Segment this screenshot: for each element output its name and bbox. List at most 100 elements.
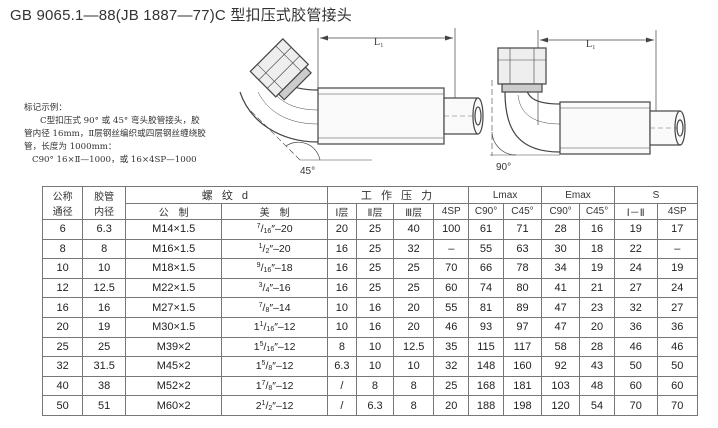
cell-l90: 115 [468,336,504,358]
cell-e45: 54 [579,395,615,416]
cell-p4: 25 [433,375,470,397]
cell-l90: 61 [468,219,504,240]
cell-e90: 58 [541,336,581,358]
cell-p1: 16 [326,238,357,260]
cell-us-thread: 17/8″–12 [221,375,328,397]
cell-s12: 50 [613,356,658,377]
col-s-12: Ⅰ－Ⅱ [613,203,658,220]
cell-l90: 74 [468,277,504,299]
cell-s12: 60 [613,375,658,397]
header-row-1: 公称通径 胶管内径 螺 纹 d 工 作 压 力 Lmax Emax S [41,186,699,220]
cell-us-thread: 15/16″–12 [221,336,328,358]
col-emax: Emax [541,186,615,204]
col-thread-us: 美 制 [221,203,328,220]
cell-p1: 10 [326,297,357,318]
cell-e45: 28 [579,336,615,358]
cell-dn: 10 [41,258,84,279]
cell-us-thread: 1/2″–20 [221,238,328,260]
cell-p3: 40 [392,219,435,240]
col-p4: 4SP [433,203,470,220]
cell-e45: 21 [579,277,615,299]
cell-p2: 25 [355,258,394,279]
cell-s12: 70 [613,395,658,416]
cell-l45: 63 [502,238,543,260]
cell-p3: 20 [392,297,435,318]
col-lmax: Lmax [468,186,543,204]
cell-p2: 8 [355,375,394,397]
cell-s4: 70 [656,395,699,416]
cell-dn: 32 [41,356,84,377]
cell-us-thread: 9/16″–18 [221,258,328,279]
cell-l90: 93 [468,316,504,338]
cell-p4: 70 [433,258,470,279]
cell-p1: 20 [326,219,357,240]
cell-p4: 20 [433,395,470,416]
cell-p2: 25 [355,219,394,240]
cell-p2: 16 [355,297,394,318]
cell-id: 12.5 [82,277,126,299]
cell-s4: 17 [656,219,699,240]
cell-l90: 66 [468,258,504,279]
col-lmax-c45: C45° [502,203,543,220]
cell-p2: 25 [355,277,394,299]
cell-l90: 188 [468,395,504,416]
cell-s12: 36 [613,316,658,338]
cell-dn: 40 [41,375,84,397]
cell-p3: 8 [392,395,435,416]
cell-e45: 48 [579,375,615,397]
col-bore: 胶管内径 [82,186,126,220]
cell-s4: 36 [656,316,699,338]
cell-metric: M45×2 [124,356,223,377]
cell-us-thread: 15/8″–12 [221,356,328,377]
cell-e45: 16 [579,219,615,240]
cell-metric: M52×2 [124,375,223,397]
cell-e90: 41 [541,277,581,299]
cell-us-thread: 11/16″–12 [221,316,328,338]
cell-l45: 89 [502,297,543,318]
cell-p2: 10 [355,336,394,358]
cell-p4: 55 [433,297,470,318]
cell-l90: 81 [468,297,504,318]
drawing-90-degree [490,30,686,156]
cell-id: 10 [82,258,126,279]
cell-e45: 20 [579,316,615,338]
cell-e45: 23 [579,297,615,318]
col-s: S [613,186,699,204]
cell-s4: – [656,238,699,260]
cell-metric: M60×2 [124,395,223,416]
cell-s4: 50 [656,356,699,377]
col-thread-metric: 公 制 [124,203,223,220]
marking-example: 标记示例： C型扣压式 90° 或 45° 弯头胶管接头，胶 管内径 16mm，… [24,102,294,167]
cell-id: 38 [82,375,126,397]
cell-e90: 47 [541,316,581,338]
cell-s12: 22 [613,238,658,260]
cell-id: 16 [82,297,126,318]
cell-metric: M30×1.5 [124,316,223,338]
cell-e90: 28 [541,219,581,240]
cell-us-thread: 3/4″–16 [221,277,328,299]
cell-dn: 8 [41,238,84,260]
cell-dn: 25 [41,336,84,358]
cell-p4: 100 [433,219,470,240]
spec-table: 公称通径 胶管内径 螺 纹 d 工 作 压 力 Lmax Emax S 公 制 … [41,186,699,416]
col-lmax-c90: C90° [468,203,504,220]
cell-l45: 181 [502,375,543,397]
cell-l45: 78 [502,258,543,279]
header-row-2: 公 制 美 制 Ⅰ层 Ⅱ层 Ⅲ层 4SP C90° C45° C90° C45°… [43,203,699,220]
cell-id: 6.3 [82,219,126,240]
cell-id: 51 [82,395,126,416]
cell-e45: 19 [579,258,615,279]
cell-p1: / [326,375,357,397]
cell-p2: 25 [355,238,394,260]
example-line-1: C型扣压式 90° 或 45° 弯头胶管接头，胶 [40,116,200,126]
cell-metric: M16×1.5 [124,238,223,260]
cell-p3: 32 [392,238,435,260]
cell-e45: 18 [579,238,615,260]
cell-s4: 24 [656,277,699,299]
cell-p1: 16 [326,258,357,279]
fitting-drawings: L₁ 45° L₁ 90° [239,28,686,177]
